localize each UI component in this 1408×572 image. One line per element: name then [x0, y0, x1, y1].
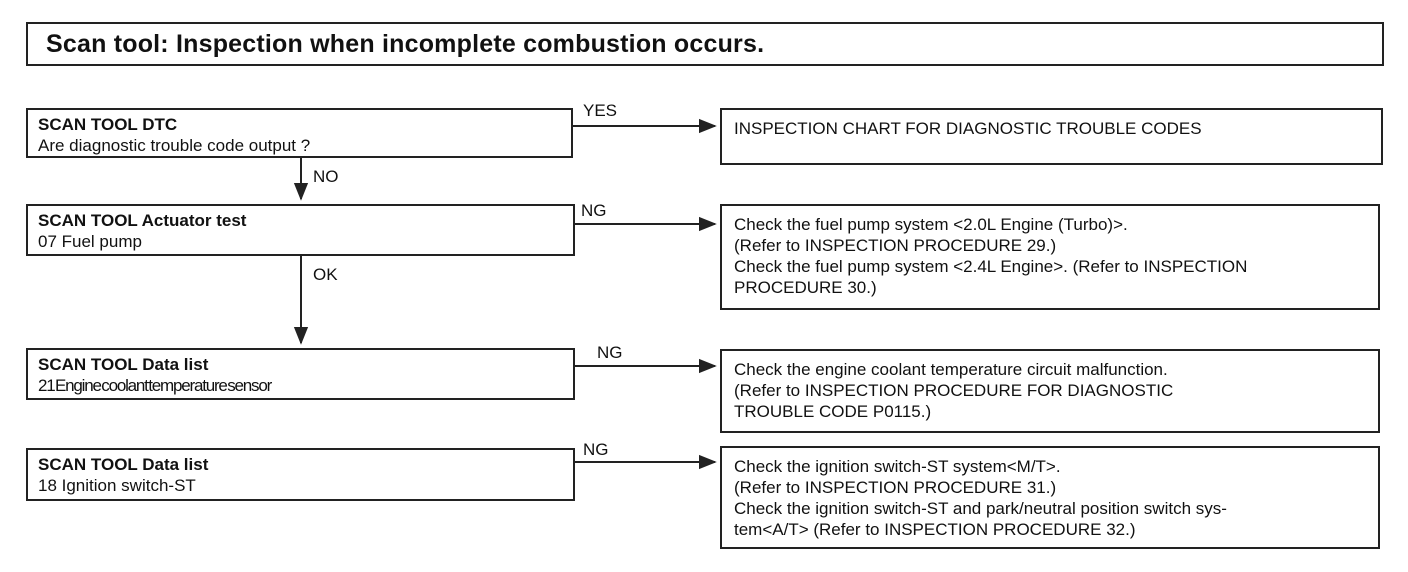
down-label-ok: OK	[313, 265, 338, 284]
result-line: INSPECTION CHART FOR DIAGNOSTIC TROUBLE …	[734, 119, 1202, 138]
result-line: Check the ignition switch-ST and park/ne…	[734, 499, 1227, 518]
result-line: PROCEDURE 30.)	[734, 278, 877, 297]
result-box-fuel-pump: Check the fuel pump system <2.0L Engine …	[720, 204, 1380, 310]
step-box-ignition: SCAN TOOL Data list 18 Ignition switch-S…	[26, 448, 575, 501]
result-box-dtc: INSPECTION CHART FOR DIAGNOSTIC TROUBLE …	[720, 108, 1383, 165]
result-line: (Refer to INSPECTION PROCEDURE 29.)	[734, 236, 1057, 255]
result-line: Check the ignition switch-ST system<M/T>…	[734, 457, 1061, 476]
branch-label-ng: NG	[583, 440, 609, 459]
result-box-coolant: Check the engine coolant temperature cir…	[720, 349, 1380, 433]
step-box-coolant: SCAN TOOL Data list 21 Engine coolant te…	[26, 348, 575, 400]
result-line: (Refer to INSPECTION PROCEDURE 31.)	[734, 478, 1057, 497]
step-box-dtc: SCAN TOOL DTC Are diagnostic trouble cod…	[26, 108, 573, 158]
result-line: Check the fuel pump system <2.0L Engine …	[734, 215, 1128, 234]
branch-label-ng: NG	[597, 343, 623, 362]
step-heading: SCAN TOOL Data list	[38, 355, 209, 374]
branch-label-ng: NG	[581, 201, 607, 220]
title-box: Scan tool: Inspection when incomplete co…	[26, 22, 1384, 66]
step-heading: SCAN TOOL Data list	[38, 455, 209, 474]
result-line: TROUBLE CODE P0115.)	[734, 402, 932, 421]
branch-label-yes: YES	[583, 101, 618, 120]
step-detail: 21 Engine coolant temperature sensor	[38, 376, 272, 395]
step-detail: Are diagnostic trouble code output ?	[38, 136, 311, 155]
result-line: (Refer to INSPECTION PROCEDURE FOR DIAGN…	[734, 381, 1174, 400]
step-heading: SCAN TOOL DTC	[38, 115, 178, 134]
down-label-no: NO	[313, 167, 339, 186]
result-line: Check the engine coolant temperature cir…	[734, 360, 1168, 379]
page-title: Scan tool: Inspection when incomplete co…	[46, 30, 765, 58]
result-line: Check the fuel pump system <2.4L Engine>…	[734, 257, 1248, 276]
result-line: tem<A/T> (Refer to INSPECTION PROCEDURE …	[734, 520, 1136, 539]
step-detail: 07 Fuel pump	[38, 232, 142, 251]
step-heading: SCAN TOOL Actuator test	[38, 211, 247, 230]
step-detail: 18 Ignition switch-ST	[38, 476, 196, 495]
step-box-actuator: SCAN TOOL Actuator test 07 Fuel pump	[26, 204, 575, 256]
result-box-ignition: Check the ignition switch-ST system<M/T>…	[720, 446, 1380, 549]
